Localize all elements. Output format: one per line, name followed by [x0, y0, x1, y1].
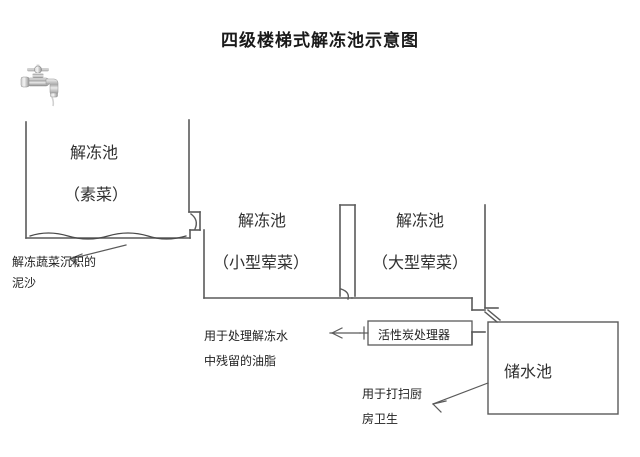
storage-pool-rect — [487, 321, 619, 415]
storage-chute-a — [484, 311, 498, 323]
storage-chute-b — [487, 309, 501, 321]
grease-note-line2: 中残留的油脂 — [204, 354, 277, 368]
pool-1-sublabel: （素菜） — [64, 187, 129, 204]
faucet-icon — [18, 62, 72, 110]
cleaning-note-line1: 用于打扫厨 — [362, 387, 423, 401]
pool2-overflow-notch — [340, 288, 350, 300]
grease-arrow-head — [331, 327, 343, 339]
pool-2-sublabel: （小型荤菜） — [213, 255, 310, 272]
pool-2-label: 解冻池 — [238, 213, 287, 230]
sediment-arrow-shaft — [69, 244, 127, 260]
pool-1-label: 解冻池 — [70, 145, 119, 162]
cleaning-note-line2: 房卫生 — [362, 412, 399, 426]
sediment-note-line1: 解冻蔬菜沉积的 — [12, 255, 97, 269]
sediment-arrow-head — [69, 253, 83, 267]
carbon-processor-label: 活性炭处理器 — [378, 328, 451, 342]
cleaning-arrow-head — [432, 400, 447, 413]
cleaning-arrow-shaft — [432, 382, 489, 405]
storage-pool-label: 储水池 — [504, 364, 553, 381]
sediment-note-line2: 泥沙 — [12, 276, 37, 290]
pool1-sediment-wave — [29, 232, 187, 240]
grease-note-line1: 用于处理解冻水 — [204, 329, 289, 343]
pool-3-sublabel: （大型荤菜） — [372, 255, 469, 272]
page-title: 四级楼梯式解冻池示意图 — [221, 31, 419, 50]
pool-3-label: 解冻池 — [396, 213, 445, 230]
pool1-overflow-notch — [190, 213, 198, 230]
